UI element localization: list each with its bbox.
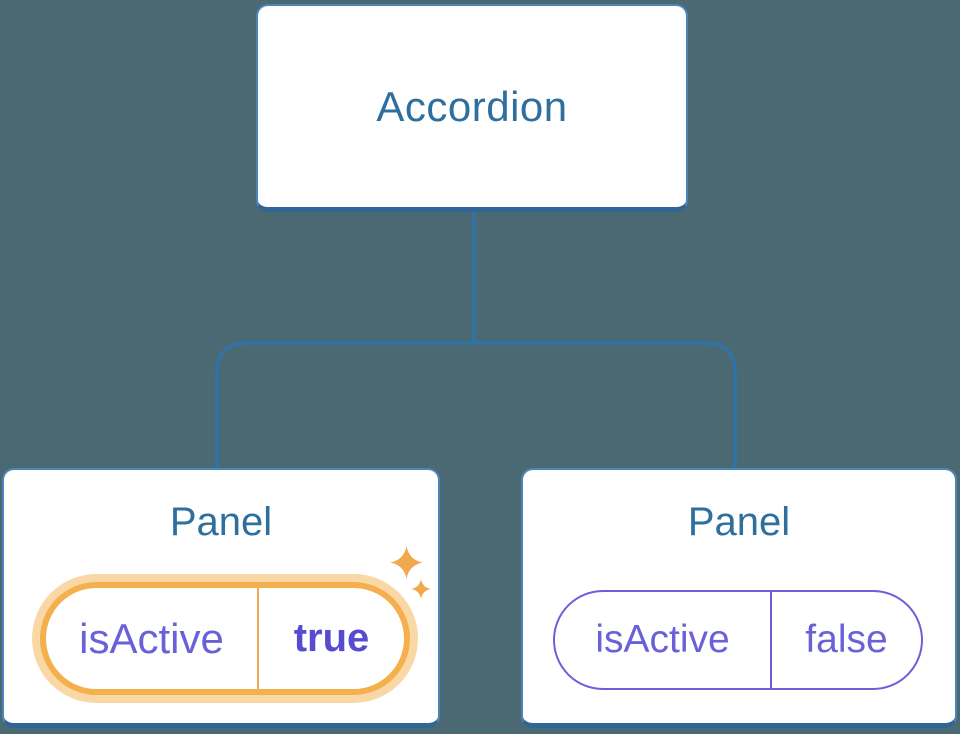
node-panel-inactive: Panel isActive false xyxy=(521,468,957,728)
state-prop-name: isActive xyxy=(595,618,730,661)
state-pill-active: isActive true xyxy=(40,582,410,695)
accordion-label: Accordion xyxy=(376,82,568,130)
sparkle-icon xyxy=(411,579,431,599)
state-value: false xyxy=(805,618,888,661)
state-pill-inactive: isActive false xyxy=(553,590,923,690)
pill-divider xyxy=(770,592,772,688)
panel-label: Panel xyxy=(687,500,791,544)
node-panel-active: Panel isActive true xyxy=(2,468,440,728)
panel-label: Panel xyxy=(169,500,273,544)
state-value: true xyxy=(293,616,370,660)
pill-divider xyxy=(257,588,259,689)
sparkle-icon xyxy=(390,546,423,579)
state-prop-name: isActive xyxy=(79,614,224,662)
node-accordion: Accordion xyxy=(256,4,688,212)
